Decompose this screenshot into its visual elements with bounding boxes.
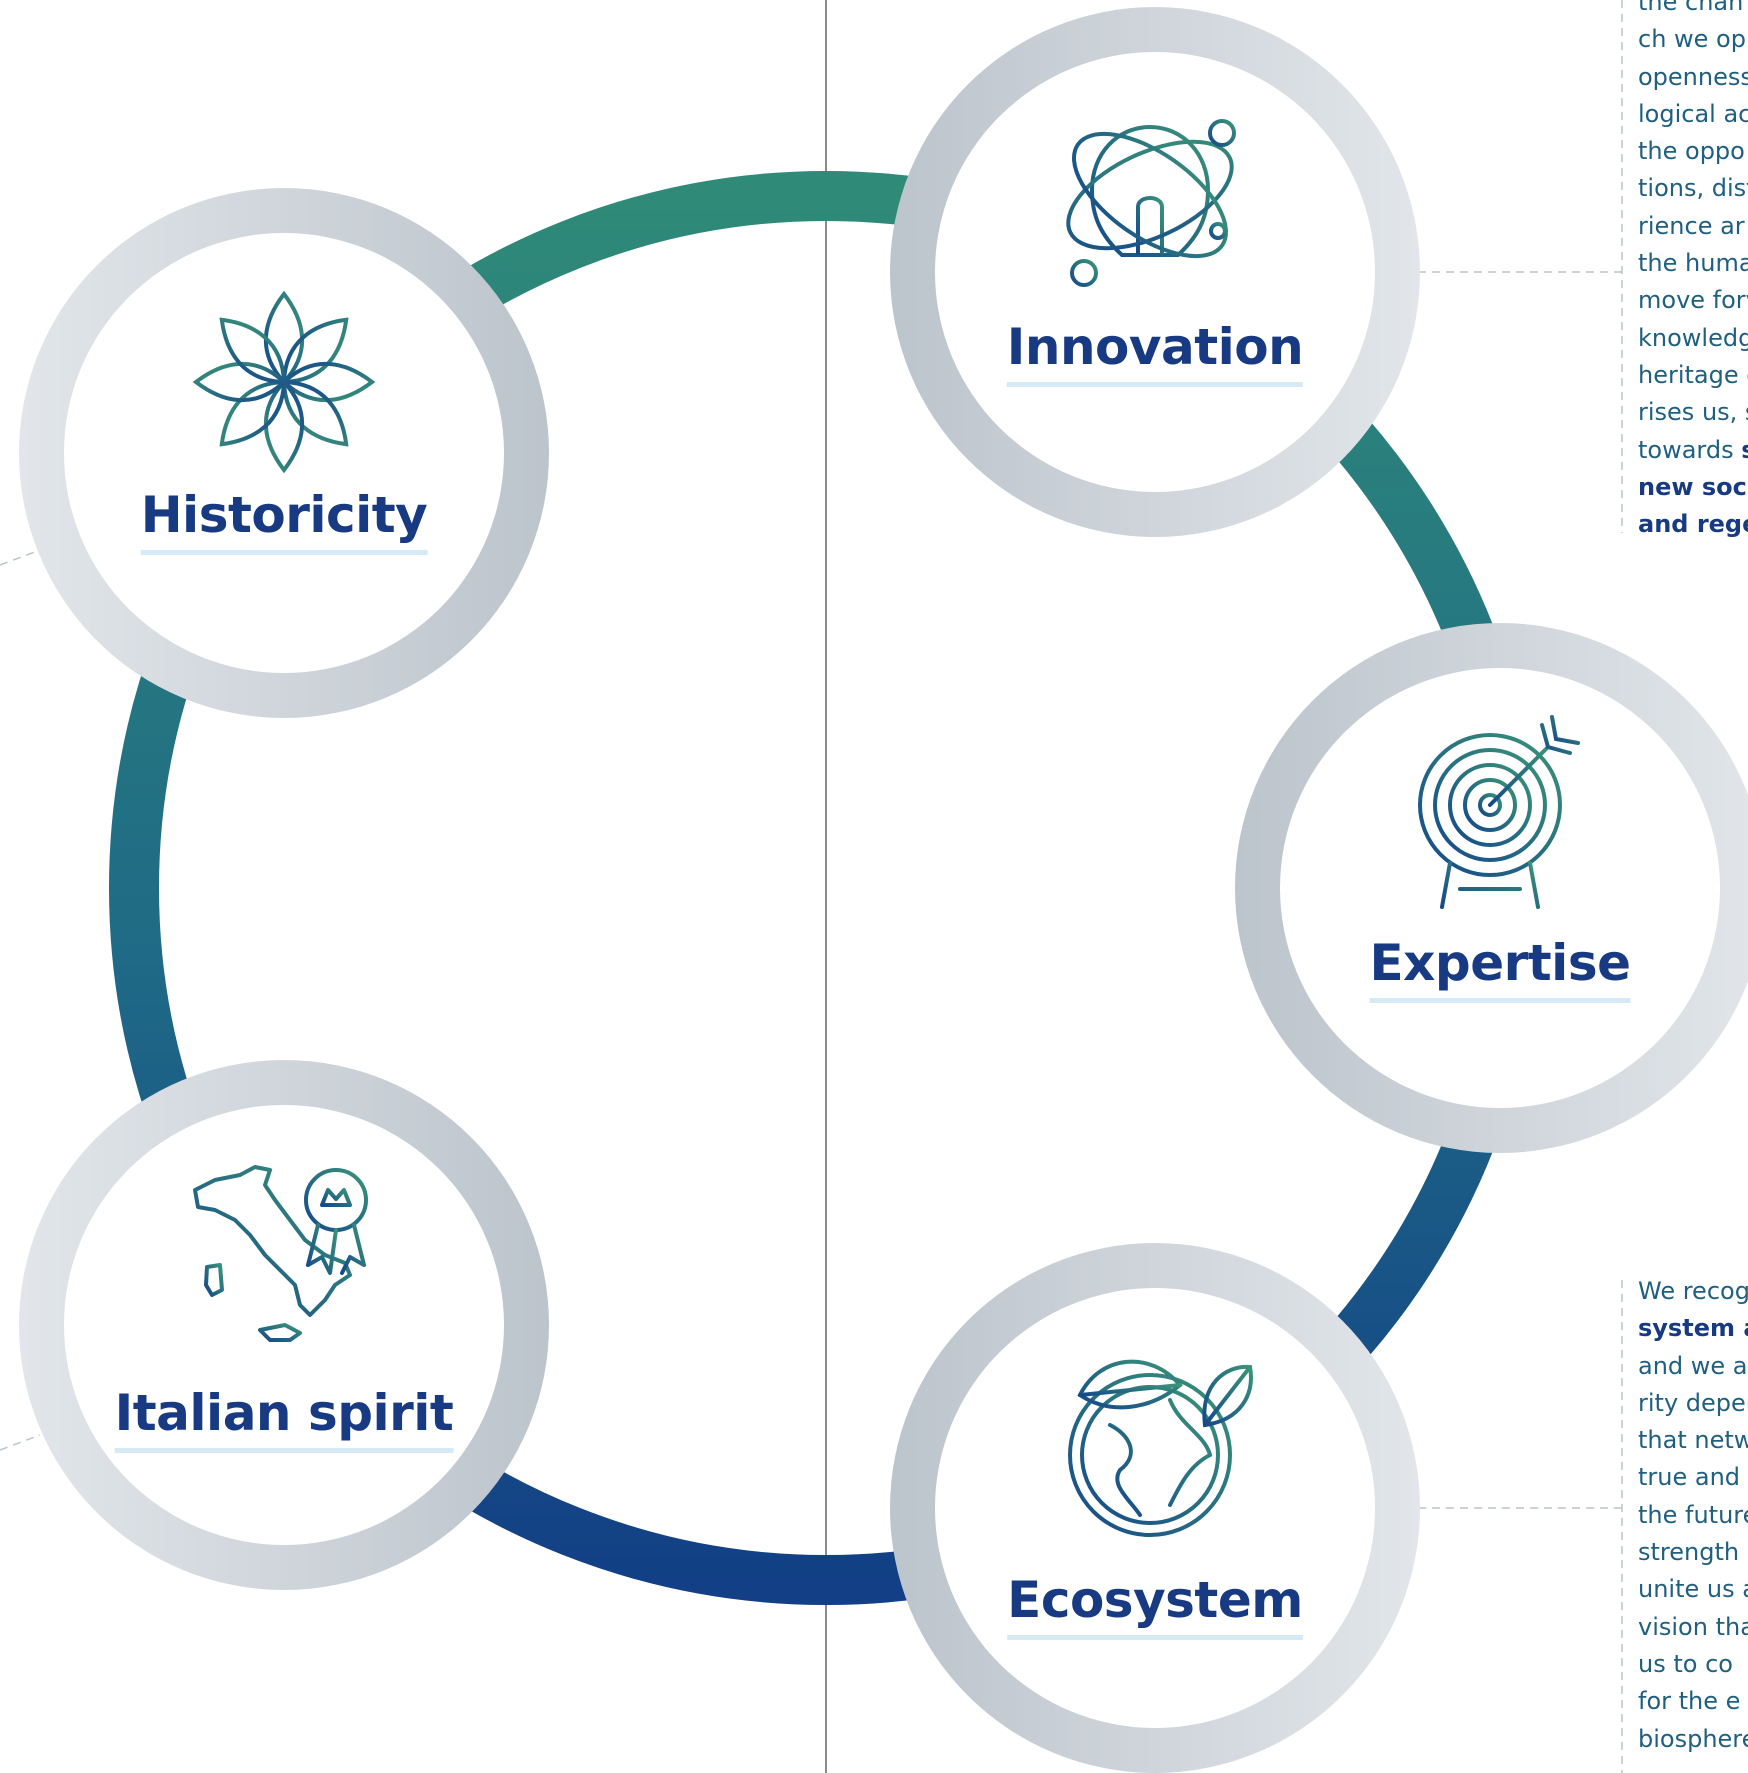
text-line: tions, dist	[1638, 174, 1748, 203]
innovation-label: Innovation	[1006, 322, 1304, 387]
text-line: ch we op	[1638, 25, 1746, 54]
text-line: the huma	[1638, 249, 1748, 278]
ecosystem-label: Ecosystem	[1007, 1575, 1303, 1640]
text-line: We recog	[1638, 1277, 1748, 1305]
flower-icon	[192, 290, 376, 474]
ecosystem-text-column: We recog system a and we a rity deper that n…	[1638, 1273, 1748, 1758]
text-line: strength	[1638, 1538, 1740, 1567]
text-line: and we a	[1638, 1351, 1748, 1380]
text-line: rity deper	[1638, 1388, 1748, 1417]
lightbulb-atom-icon	[1066, 119, 1236, 287]
text-line: the chan	[1638, 0, 1744, 16]
text-line: knowledg	[1638, 323, 1748, 352]
text-line: system a	[1638, 1314, 1748, 1343]
node-ecosystem	[890, 1243, 1420, 1773]
text-line: that netw	[1638, 1426, 1748, 1455]
text-line: and rege	[1638, 510, 1748, 539]
expertise-label: Expertise	[1369, 938, 1631, 1003]
text-line: rience ar	[1638, 211, 1745, 240]
innovation-text-column: the chan ch we op openness logical ac the op…	[1638, 0, 1748, 543]
node-historicity	[19, 188, 549, 718]
text-line: towards s	[1638, 435, 1748, 464]
globe-leaves-icon	[1068, 1359, 1253, 1537]
text-line: openness	[1638, 62, 1748, 91]
connectors	[0, 0, 1623, 1773]
text-line: vision tha	[1638, 1612, 1748, 1641]
text-line: the future	[1638, 1500, 1748, 1529]
text-line: rises us, s	[1638, 398, 1748, 427]
italy-map-badge-icon	[193, 1165, 368, 1342]
text-line: us to co	[1638, 1649, 1733, 1678]
text-line: heritage o	[1638, 360, 1748, 389]
italian-spirit-label: Italian spirit	[114, 1388, 454, 1453]
text-line: unite us a	[1638, 1575, 1748, 1604]
text-line: biosphere	[1638, 1724, 1748, 1753]
historicity-label: Historicity	[140, 490, 428, 555]
target-arrow-icon	[1418, 715, 1580, 909]
text-line: for the e	[1638, 1687, 1741, 1716]
text-line: move forv	[1638, 286, 1748, 315]
text-line: new soc	[1638, 472, 1747, 501]
text-line: the oppo	[1638, 137, 1745, 166]
text-line: true and	[1638, 1463, 1741, 1492]
text-line: logical ac	[1638, 99, 1748, 128]
